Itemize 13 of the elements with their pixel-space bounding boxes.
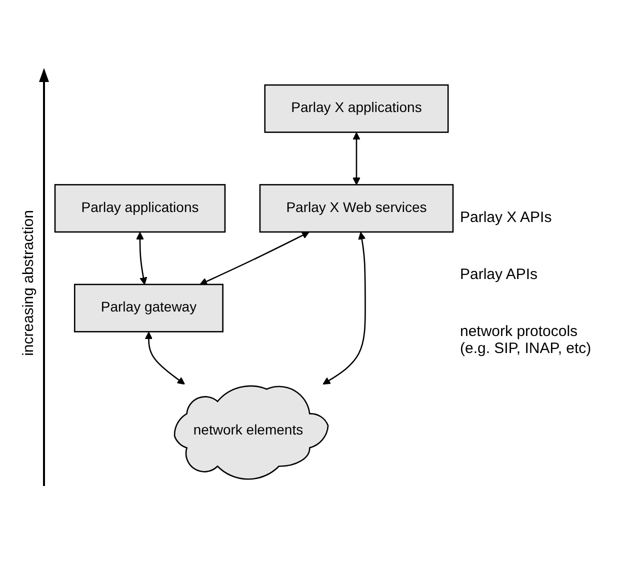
arrow — [200, 232, 310, 286]
node-box: Parlay X Web services — [259, 184, 454, 234]
axis-label: increasing abstraction — [20, 210, 36, 356]
node-box: Parlay applications — [54, 184, 226, 234]
arrow — [144, 332, 185, 385]
interface-label: Parlay APIs — [460, 266, 539, 282]
node-box: Parlay gateway — [74, 284, 224, 333]
interface-label: network protocols (e.g. SIP, INAP, etc) — [460, 322, 592, 356]
arrow — [352, 132, 360, 186]
interface-label: Parlay X APIs — [460, 208, 553, 226]
arrow — [322, 232, 366, 385]
node-box: Parlay X applications — [264, 84, 449, 134]
arrow — [136, 232, 148, 286]
